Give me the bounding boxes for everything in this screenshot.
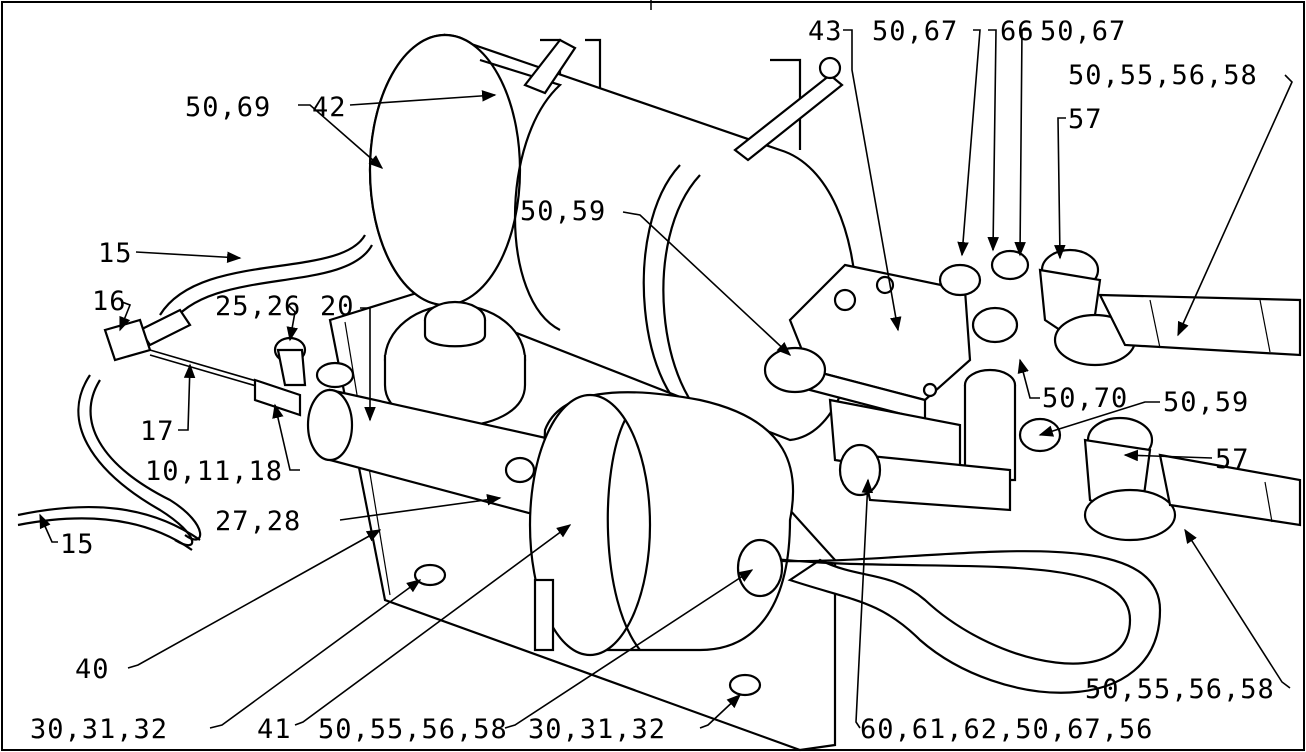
- leader-lines: [39, 29, 1293, 729]
- callout-label: 50,67: [1040, 16, 1126, 47]
- callout-label: 50,55,56,58: [1068, 60, 1258, 91]
- callout-label: 27,28: [215, 506, 301, 537]
- callout-label: 50,59: [520, 196, 606, 227]
- callout-label: 10,11,18: [145, 456, 283, 487]
- callout-label: 16: [92, 286, 127, 317]
- callout-label: 50,55,56,58: [318, 714, 508, 745]
- callout-label: 50,69: [185, 92, 271, 123]
- callout-label: 50,67: [872, 16, 958, 47]
- callout-label: 43: [808, 16, 843, 47]
- callout-label: 30,31,32: [30, 714, 168, 745]
- callout-label: 60,61,62,50,67,56: [860, 714, 1153, 745]
- callout-label: 15: [98, 238, 133, 269]
- callout-label: 17: [140, 416, 175, 447]
- callout-label: 25,26: [215, 291, 301, 322]
- callout-label: 41: [257, 714, 292, 745]
- line-art: [17, 33, 1302, 752]
- callout-label: 40: [75, 654, 110, 685]
- callout-label: 66: [1000, 16, 1035, 47]
- callout-label: 20: [320, 291, 355, 322]
- callout-label: 50,59: [1163, 387, 1249, 418]
- callout-label: 42: [312, 92, 347, 123]
- callout-label: 50,55,56,58: [1085, 674, 1275, 705]
- callout-label: 50,70: [1042, 383, 1128, 414]
- callout-label: 15: [60, 529, 95, 560]
- callout-label: 57: [1068, 104, 1103, 135]
- callout-labels: 50,69 42 43 50,67 66 50,67 50,55,56,58 5…: [30, 16, 1275, 745]
- callout-label: 57: [1215, 444, 1250, 475]
- callout-label: 30,31,32: [528, 714, 666, 745]
